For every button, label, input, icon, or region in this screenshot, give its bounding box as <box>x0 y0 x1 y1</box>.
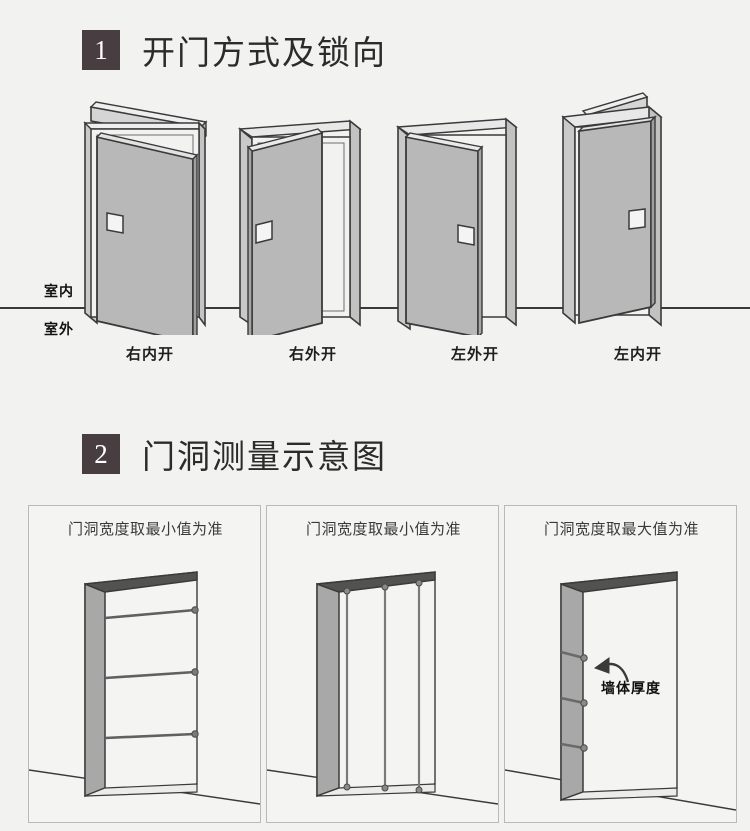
measurement-panel-2: 门洞宽度取最小值为准 <box>266 505 499 823</box>
door-illustration-left-inward <box>561 92 663 327</box>
door-label-4: 左内开 <box>613 346 662 363</box>
height-measure-lines <box>345 583 421 790</box>
panel-1-caption: 门洞宽度取最小值为准 <box>67 521 223 538</box>
section-1-number-badge: 1 <box>82 30 120 70</box>
wall-thickness-marks <box>560 650 585 750</box>
measurement-panel-1: 门洞宽度取最小值为准 <box>28 505 261 823</box>
panel-2-illustration <box>267 571 498 805</box>
door-diagram-2: 右外开 <box>218 85 408 385</box>
section-2-measurement-panels: 门洞宽度取最小值为准 <box>0 505 750 831</box>
width-measure-lines <box>104 608 196 740</box>
door-illustration-right-outward <box>237 119 362 335</box>
door-handle-icon <box>255 220 273 244</box>
door-label-1: 右内开 <box>125 346 174 363</box>
panel-2-caption: 门洞宽度取最小值为准 <box>305 521 461 538</box>
door-diagram-4: 左内开 <box>543 85 733 385</box>
door-illustration-right-inward <box>83 101 208 335</box>
section-2-heading: 2 门洞测量示意图 <box>82 430 387 478</box>
label-outdoor: 室外 <box>44 321 74 337</box>
label-indoor: 室内 <box>44 283 74 299</box>
section-1-title: 开门方式及锁向 <box>142 33 387 72</box>
section-1-door-swing-diagrams: 室内 室外 右内开 <box>0 85 750 385</box>
door-label-2: 右外开 <box>288 346 337 363</box>
panel-3-caption: 门洞宽度取最大值为准 <box>543 521 699 538</box>
wall-thickness-annotation: 墙体厚度 <box>601 680 661 696</box>
door-diagram-3: 左外开 <box>380 85 570 385</box>
section-2-title: 门洞测量示意图 <box>142 437 387 476</box>
floor-line <box>0 307 750 309</box>
section-2-number-badge: 2 <box>82 434 120 474</box>
door-handle-icon <box>106 212 124 234</box>
door-handle-icon <box>457 224 475 246</box>
door-handle-icon <box>628 208 646 230</box>
section-1-heading: 1 开门方式及锁向 <box>82 26 387 74</box>
panel-3-illustration <box>505 571 736 811</box>
door-illustration-left-outward <box>395 117 518 335</box>
measurement-panel-3: 门洞宽度取最大值为准 <box>504 505 737 823</box>
door-diagram-1: 右内开 <box>55 85 245 385</box>
door-label-3: 左外开 <box>450 346 499 363</box>
wall-thickness-face <box>560 582 584 802</box>
panel-1-illustration <box>29 571 260 805</box>
